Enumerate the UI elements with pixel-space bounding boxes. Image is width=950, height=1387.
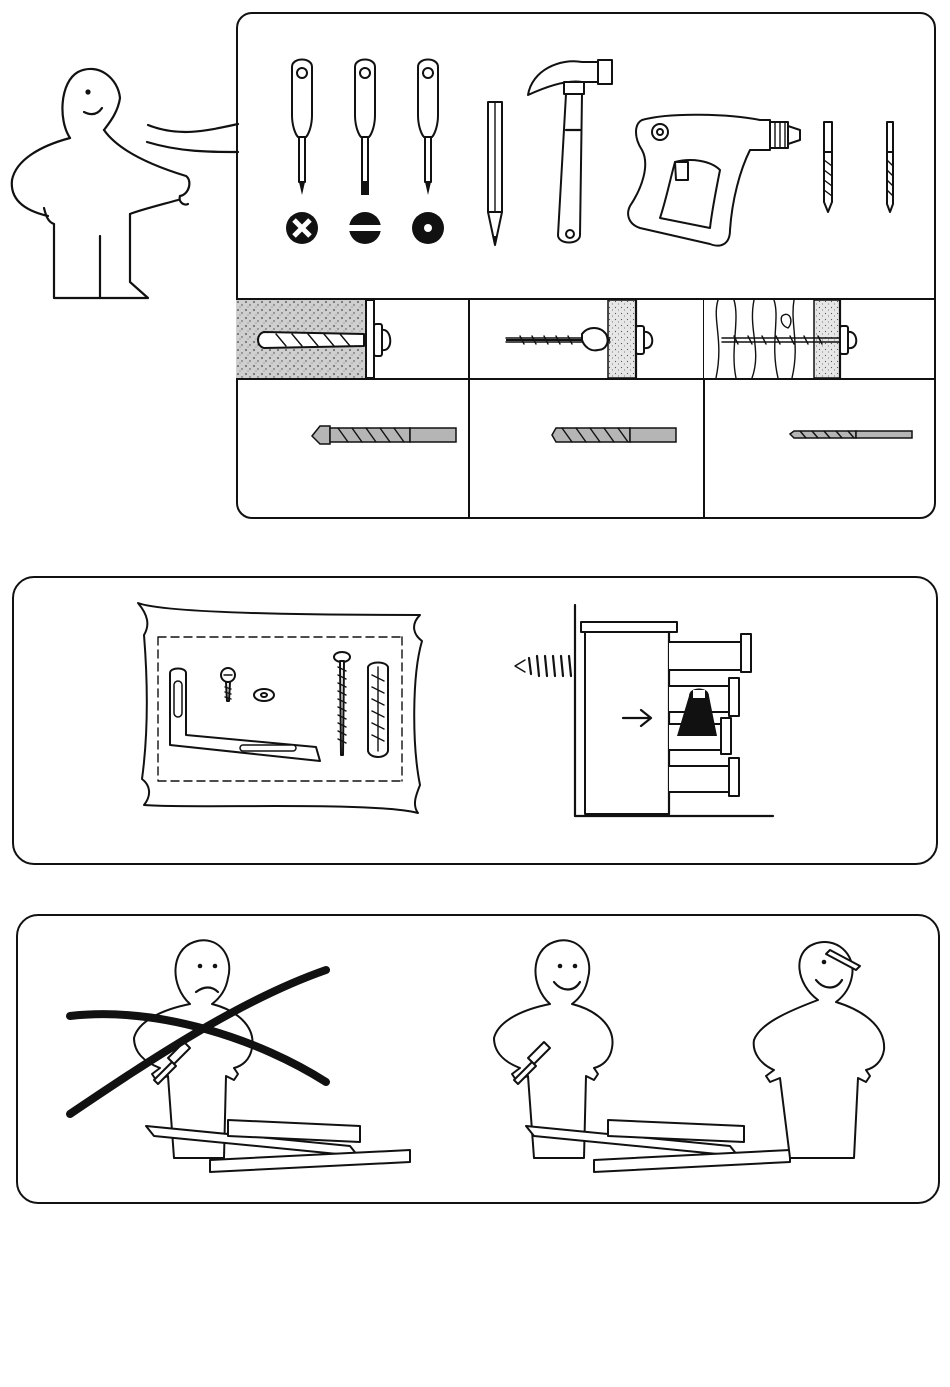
mascot-pointing-figure <box>0 0 240 310</box>
drill-bit-icon <box>880 120 900 215</box>
hammer-icon <box>520 50 620 250</box>
drill-bit-icon <box>818 120 838 215</box>
two-people-ok <box>490 930 910 1190</box>
plasterboard-wall-fixing <box>470 300 702 378</box>
pencil-icon <box>485 100 505 250</box>
screwdrivers-group <box>280 55 460 255</box>
masonry-bit-icon <box>300 420 460 450</box>
masonry-bit-icon <box>550 424 680 448</box>
concrete-wall-fixing <box>236 300 468 378</box>
one-person-crossed-out <box>60 930 430 1190</box>
hardware-bag <box>130 595 430 820</box>
flat-screwdriver-icon <box>349 60 381 245</box>
phillips-screwdriver-icon <box>286 60 318 245</box>
anti-tip-diagram <box>505 600 785 825</box>
wood-wall-fixing <box>704 300 936 378</box>
wood-bit-icon <box>790 428 915 442</box>
drill-icon <box>620 110 805 250</box>
torx-screwdriver-icon <box>412 60 444 245</box>
